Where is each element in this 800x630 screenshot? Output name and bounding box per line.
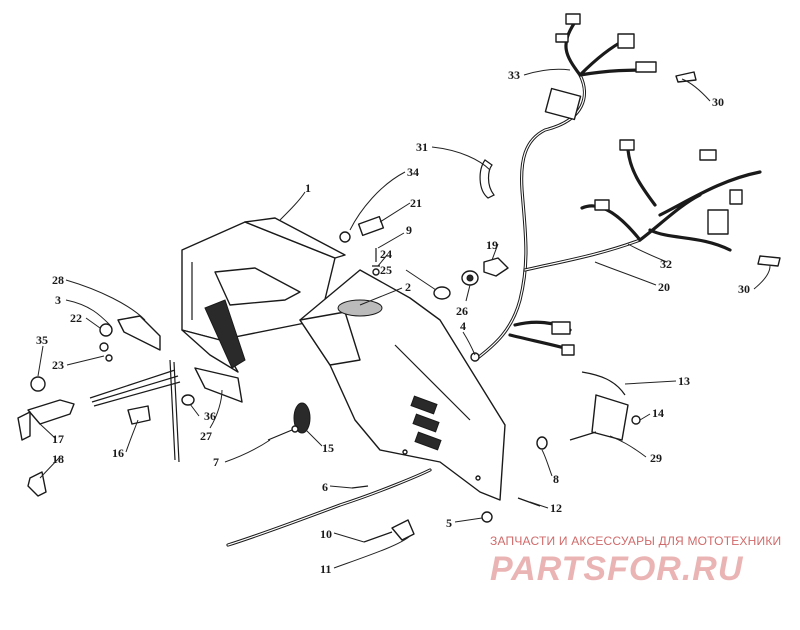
wiring-harness [473,13,781,362]
callout-2: 2 [405,280,411,294]
control-panel [299,269,506,501]
callout-36: 36 [204,409,216,423]
callout-33: 33 [508,68,520,82]
callout-15: 15 [322,441,334,455]
callout-20: 20 [658,280,670,294]
callout-6: 6 [322,480,328,494]
callout-32: 32 [660,257,672,271]
callout-21: 21 [410,196,422,210]
callout-30-upper: 30 [712,95,724,109]
callout-10: 10 [320,527,332,541]
callout-27: 27 [200,429,212,443]
callout-30-lower: 30 [738,282,750,296]
callouts: 1 2 3 4 5 6 7 8 9 10 11 12 13 14 15 16 1… [36,68,750,576]
callout-1: 1 [305,181,311,195]
callout-18: 18 [52,452,64,466]
callout-5: 5 [446,516,452,530]
callout-25: 25 [380,263,392,277]
callout-26: 26 [456,304,468,318]
callout-24: 24 [380,247,392,261]
callout-17: 17 [52,432,64,446]
callout-13: 13 [678,374,690,388]
callout-14: 14 [652,406,664,420]
callout-9: 9 [406,223,412,237]
callout-12: 12 [550,501,562,515]
callout-3: 3 [55,293,61,307]
callout-28: 28 [52,273,64,287]
watermark-logo: PARTSFOR.RU [490,550,744,588]
callout-35: 35 [36,333,48,347]
console-housing [181,217,346,373]
callout-8: 8 [553,472,559,486]
callout-4: 4 [460,319,466,333]
callout-29: 29 [650,451,662,465]
callout-16: 16 [112,446,124,460]
leader-lines [37,68,771,569]
callout-11: 11 [320,562,331,576]
callout-23: 23 [52,358,64,372]
callout-31: 31 [416,140,428,154]
callout-19: 19 [486,238,498,252]
small-parts [17,159,641,547]
callout-7: 7 [213,455,219,469]
callout-22: 22 [70,311,82,325]
callout-34: 34 [407,165,419,179]
watermark-caption: ЗАПЧАСТИ И АКСЕССУАРЫ ДЛЯ МОТОТЕХНИКИ [490,534,782,548]
